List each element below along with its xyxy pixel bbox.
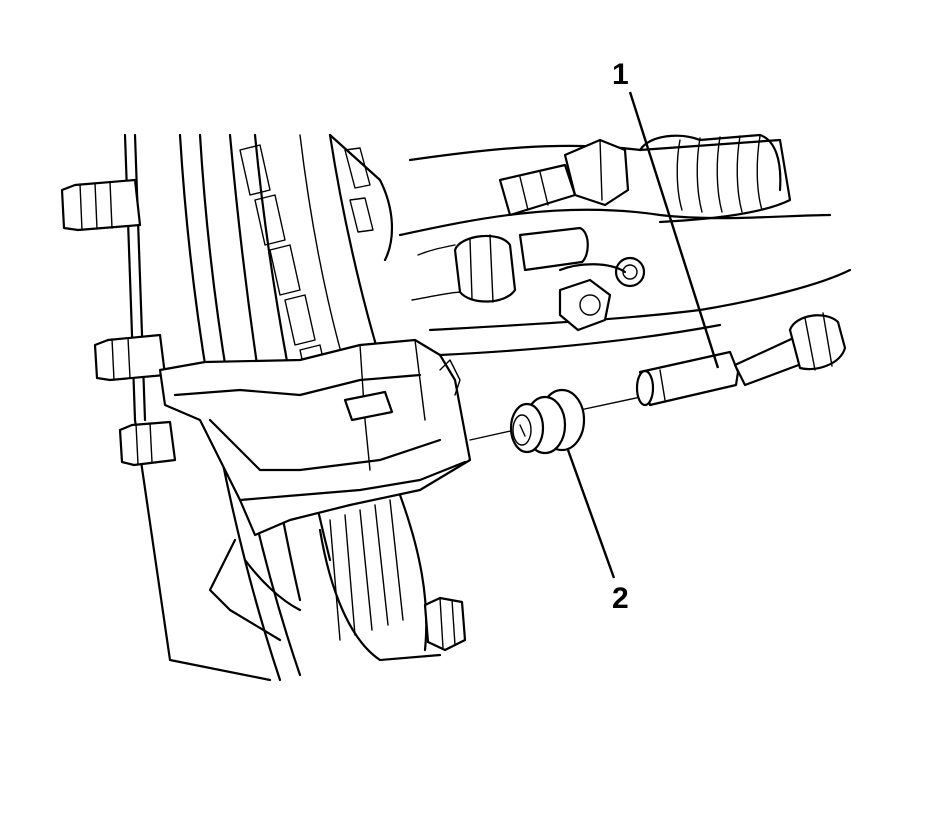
callout-1: 1 [612,58,720,369]
callout-label-1: 1 [612,58,629,91]
wheel-stud-bottom [423,596,467,652]
wheel-stud-lower [118,420,177,467]
pin-boot [509,388,586,455]
callout-2: 2 [566,449,629,615]
caliper-bracket [158,338,472,642]
guide-pin-bolt [635,312,847,407]
callout-leader-1 [628,91,720,369]
wheel-studs [60,178,467,652]
callout-label-2: 2 [612,582,629,615]
suspension-background [398,133,852,357]
wheel-stud-middle [93,333,167,382]
callout-leader-2 [566,449,616,579]
wheel-stud-upper [60,178,142,232]
